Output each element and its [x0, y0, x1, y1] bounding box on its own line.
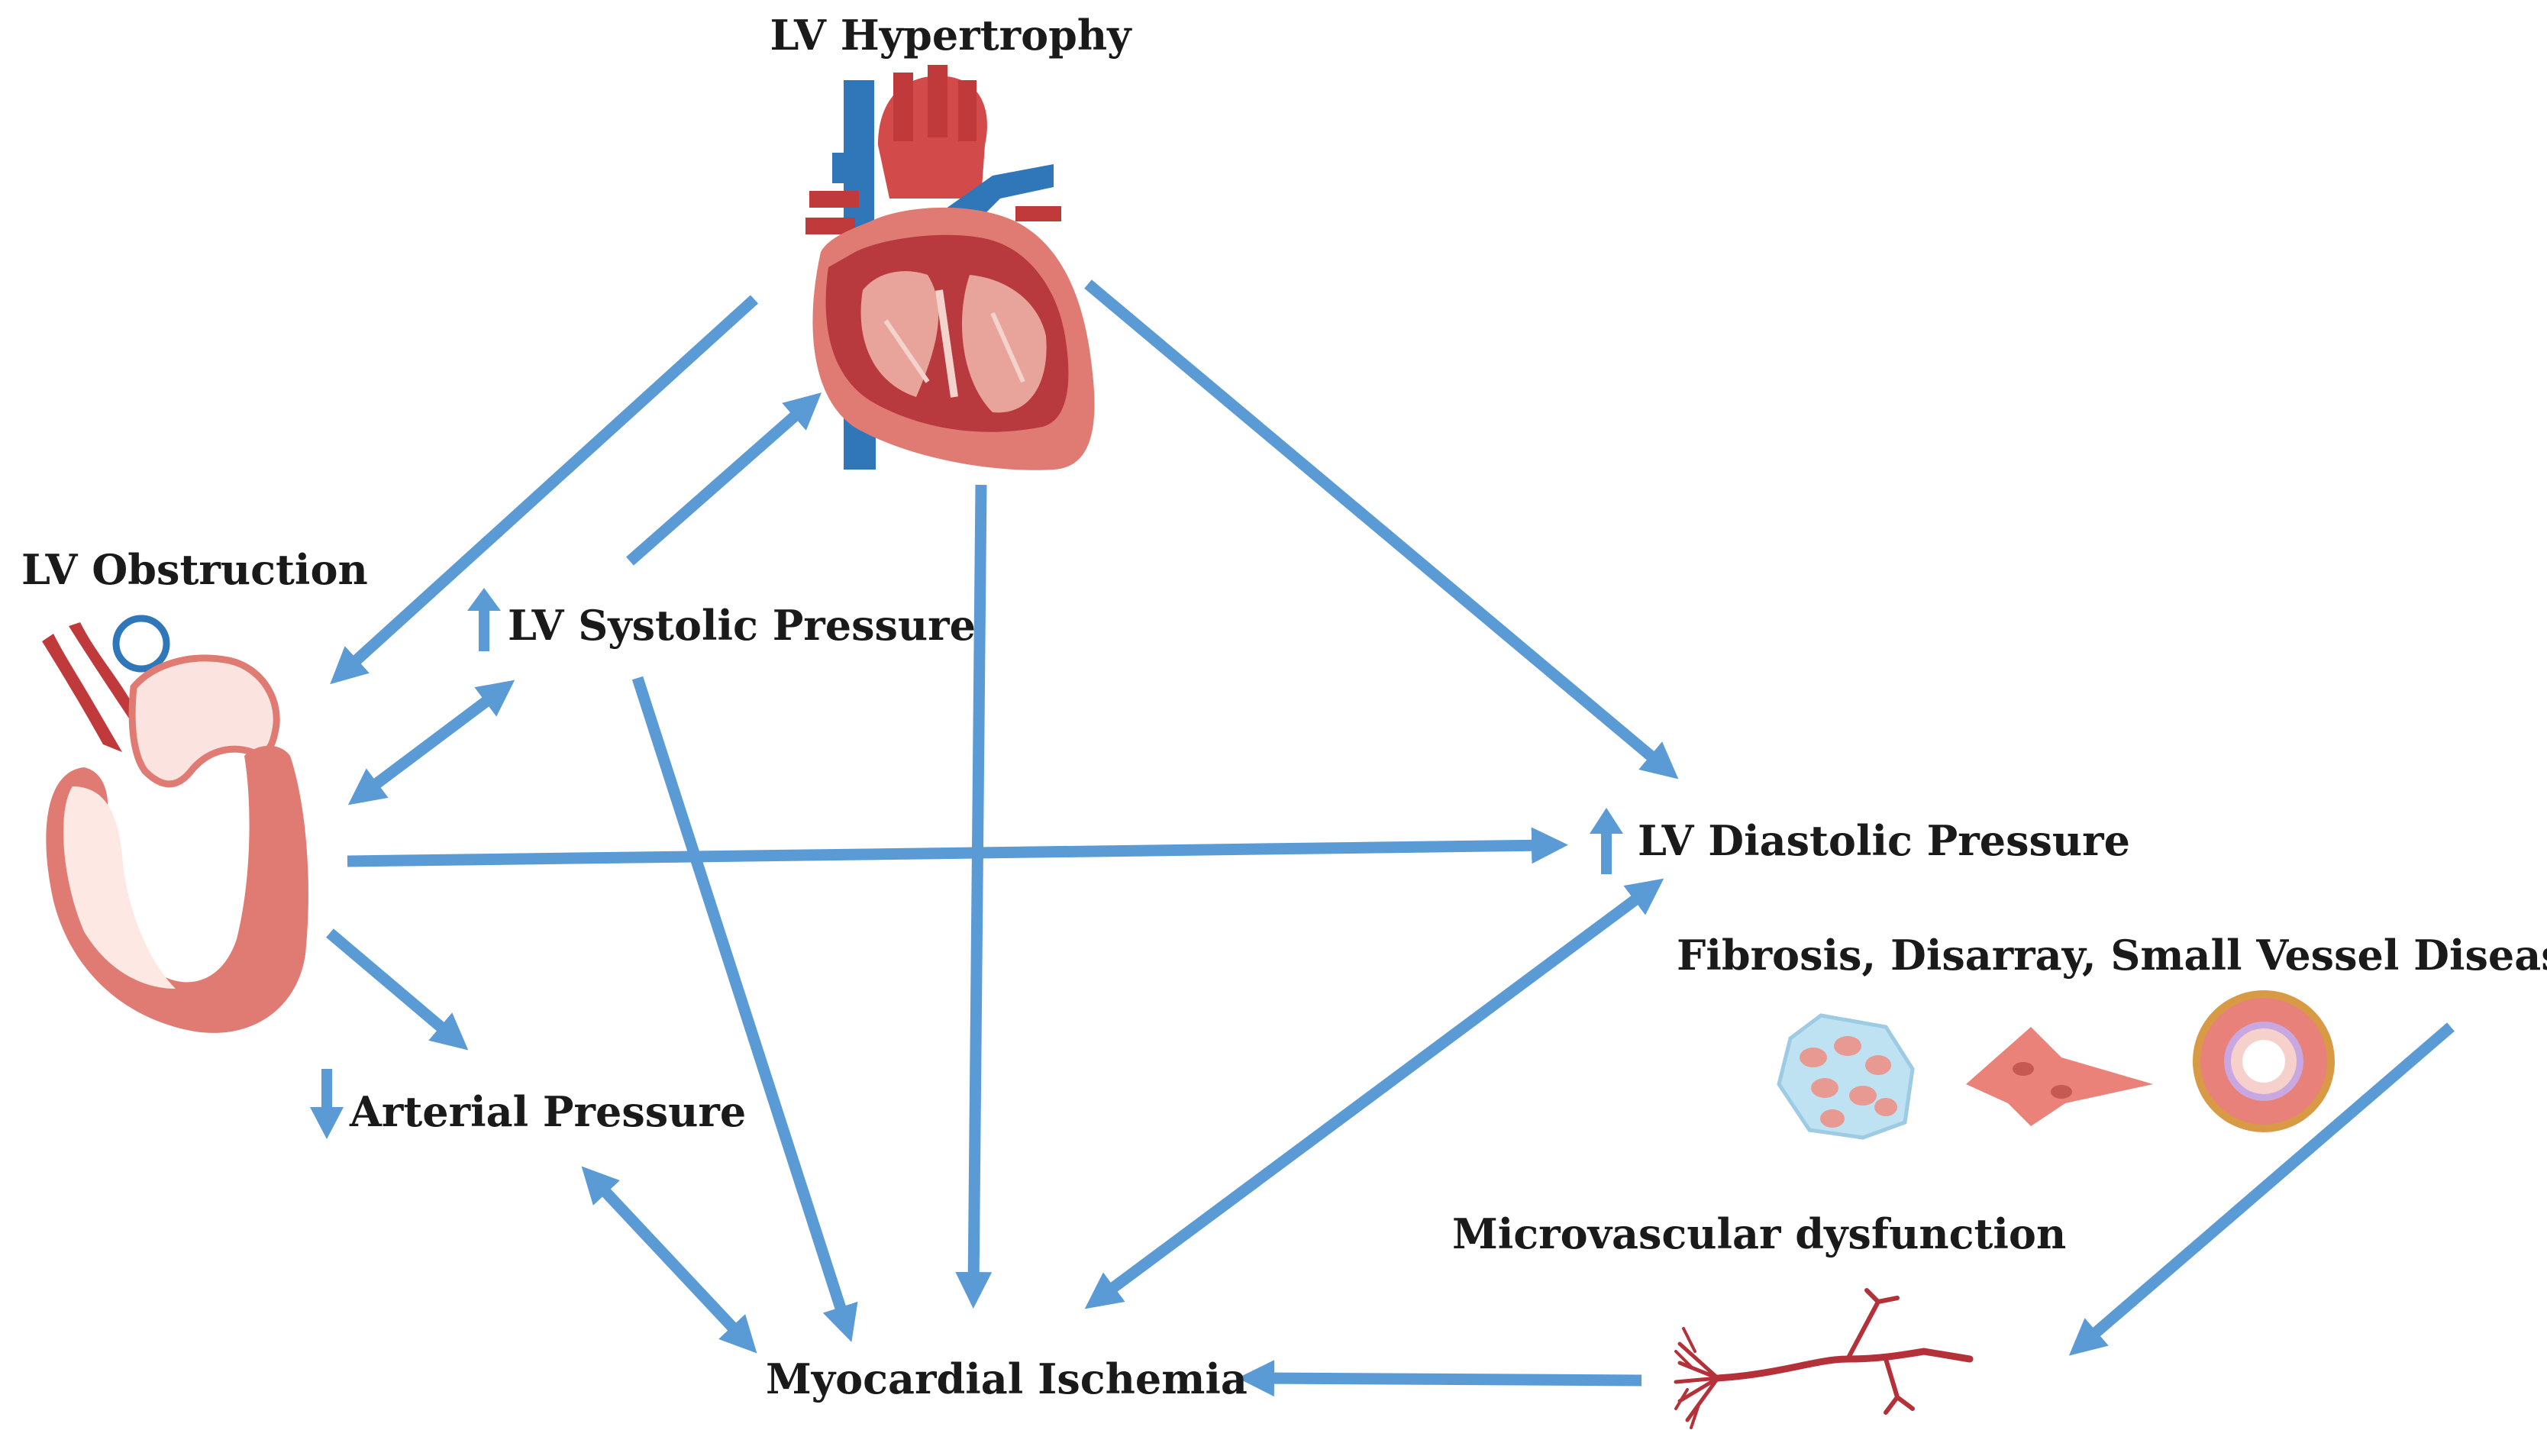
arrow-hypertrophy-to-ischemia — [955, 484, 993, 1309]
arrow-obstruction-to-diastolic — [347, 827, 1568, 867]
fibrosis-tissue-icon — [1777, 1013, 1915, 1140]
arrow-hypertrophy-to-obstruction — [330, 295, 759, 685]
arrow-hypertrophy-to-diastolic — [1084, 279, 1679, 780]
heart-anatomy-icon — [805, 65, 1095, 470]
small-vessel-cross-section-icon — [2193, 990, 2335, 1132]
label-lv-obstruction: LV Obstruction — [21, 545, 368, 594]
arrow-microvascular-to-ischemia — [1238, 1360, 1642, 1397]
arrow-obstruction-to-arterial — [326, 928, 469, 1051]
disarray-cell-icon — [1966, 1027, 2153, 1126]
lv-obstruction-heart-icon — [42, 615, 308, 1033]
systolic-up-indicator-icon — [467, 588, 501, 651]
arterial-down-indicator-icon — [310, 1069, 344, 1139]
label-microvascular-dysfunction: Microvascular dysfunction — [1452, 1209, 2066, 1258]
microvasculature-icon — [1674, 1288, 1974, 1429]
diastolic-up-indicator-icon — [1590, 808, 1623, 874]
label-lv-hypertrophy: LV Hypertrophy — [770, 11, 1132, 60]
label-arterial-pressure: Arterial Pressure — [349, 1087, 746, 1136]
label-lv-diastolic-pressure: LV Diastolic Pressure — [1638, 816, 2130, 865]
arrow-obstruction-systolic-bidirectional — [347, 680, 515, 805]
label-fibrosis-disarray-small-vessel: Fibrosis, Disarray, Small Vessel Disease — [1677, 931, 2547, 980]
arrow-diastolic-ischemia-bidirectional — [1084, 878, 1664, 1309]
arrows — [326, 279, 2455, 1397]
arrow-systolic-to-hypertrophy — [626, 392, 822, 566]
arrow-fibrosis-to-microvascular — [2068, 1022, 2455, 1356]
label-lv-systolic-pressure: LV Systolic Pressure — [508, 601, 976, 650]
arrow-arterial-ischemia-bidirectional — [581, 1166, 757, 1354]
arrow-systolic-to-ischemia — [631, 676, 858, 1342]
label-myocardial-ischemia: Myocardial Ischemia — [766, 1354, 1248, 1403]
